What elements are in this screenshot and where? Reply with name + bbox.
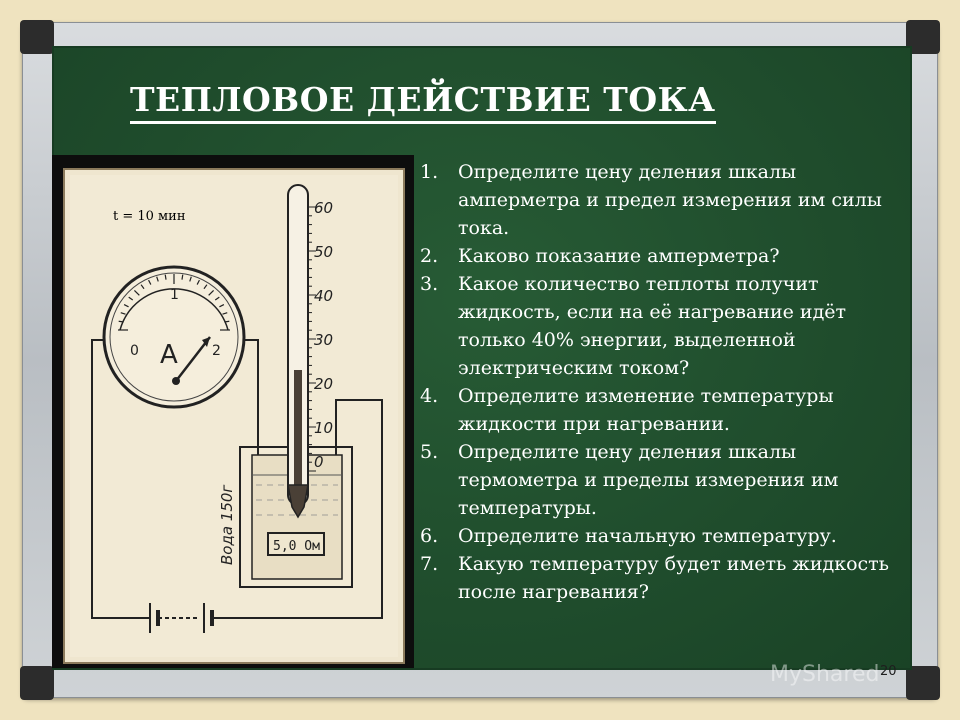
question-item: 1. Определите цену деления шкалы ампермет… xyxy=(420,158,890,242)
thermometer-liquid xyxy=(294,370,302,498)
thermometer-scale-label: 40 xyxy=(314,287,333,305)
question-number: 5. xyxy=(420,441,439,463)
question-item: 5. Определите цену деления шкалы термомет… xyxy=(420,438,890,522)
thermometer-ticks xyxy=(308,206,316,472)
question-item: 4. Определите изменение температуры жидко… xyxy=(420,382,890,438)
question-number: 4. xyxy=(420,385,439,407)
ammeter-scale-label: 2 xyxy=(212,343,221,359)
ammeter-tick xyxy=(219,304,225,308)
frame-corner xyxy=(906,666,940,700)
ammeter-tick xyxy=(224,320,230,323)
ammeter-tick xyxy=(208,289,215,296)
question-text: Определите цену деления шкалы амперметра… xyxy=(458,161,882,239)
question-item: 3. Какое количество теплоты получит жидко… xyxy=(420,270,890,382)
ammeter-pivot xyxy=(172,377,180,385)
questions-list: 1. Определите цену деления шкалы ампермет… xyxy=(420,158,890,606)
ammeter-tick xyxy=(222,312,228,315)
question-text: Какое количество теплоты получит жидкост… xyxy=(458,273,847,379)
slide-title: ТЕПЛОВОЕ ДЕЙСТВИЕ ТОКА xyxy=(130,80,716,124)
thermometer-scale-label: 30 xyxy=(314,331,333,349)
thermometer-bulb xyxy=(287,484,309,519)
question-text: Определите цену деления шкалы термометра… xyxy=(458,441,839,519)
question-item: 6. Определите начальную температуру. xyxy=(420,522,890,550)
frame-corner xyxy=(20,666,54,700)
thermometer-scale-label: 10 xyxy=(314,419,333,437)
question-number: 2. xyxy=(420,245,439,267)
wire-left xyxy=(91,339,150,619)
ammeter-tick xyxy=(133,289,140,296)
question-text: Определите начальную температуру. xyxy=(458,525,837,547)
ammeter-tick xyxy=(123,304,129,308)
ammeter-tick xyxy=(203,284,208,290)
time-label: t = 10 мин xyxy=(113,209,186,224)
ammeter-tick xyxy=(196,279,200,285)
ammeter-symbol: А xyxy=(160,340,178,370)
ammeter-tick xyxy=(120,312,126,315)
ammeter-tick xyxy=(148,279,152,285)
ammeter-tick xyxy=(164,274,167,280)
ammeter-needle xyxy=(175,336,211,382)
question-item: 2. Каково показание амперметра? xyxy=(420,242,890,270)
ammeter-scale-label: 0 xyxy=(130,343,139,359)
resistor xyxy=(267,532,325,556)
thermometer-scale-label: 50 xyxy=(314,243,333,261)
question-text: Какую температуру будет иметь жидкость п… xyxy=(458,553,890,603)
ammeter-rim xyxy=(109,272,239,402)
ammeter-needle-tip xyxy=(202,337,210,347)
ammeter-tick xyxy=(214,296,220,301)
ammeter-ticks xyxy=(118,274,230,331)
paper-inner xyxy=(70,175,398,657)
question-item: 7. Какую температуру будет иметь жидкость… xyxy=(420,550,890,606)
question-text: Каково показание амперметра? xyxy=(458,245,780,267)
question-text: Определите изменение температуры жидкост… xyxy=(458,385,834,435)
slide-number: 20 xyxy=(880,664,897,679)
question-number: 1. xyxy=(420,161,439,183)
question-number: 3. xyxy=(420,273,439,295)
ammeter-tick xyxy=(181,274,184,280)
ammeter-tick xyxy=(156,276,159,282)
question-number: 6. xyxy=(420,525,439,547)
thermometer-scale-label: 20 xyxy=(314,375,333,393)
ammeter-scale-arc xyxy=(119,288,229,331)
frame-corner xyxy=(20,20,54,54)
ammeter-tick xyxy=(128,296,134,301)
watermark: MyShared xyxy=(770,662,880,687)
thermometer-scale-label: 0 xyxy=(314,453,324,471)
ammeter-tick xyxy=(140,284,145,290)
resistor-label: 5,0 Ом xyxy=(273,539,320,554)
experiment-figure: 0 1 2 А 5,0 Ом Вода 150г 60 50 40 30 20 … xyxy=(52,155,414,668)
ammeter-tick xyxy=(118,320,124,323)
circuit-diagram: 0 1 2 А 5,0 Ом Вода 150г 60 50 40 30 20 … xyxy=(63,168,405,664)
question-number: 7. xyxy=(420,553,439,575)
ammeter-tick xyxy=(189,276,192,282)
thermometer-scale-label: 60 xyxy=(314,199,333,217)
ammeter-scale-label: 1 xyxy=(170,287,179,303)
water-label: Вода 150г xyxy=(218,485,236,565)
